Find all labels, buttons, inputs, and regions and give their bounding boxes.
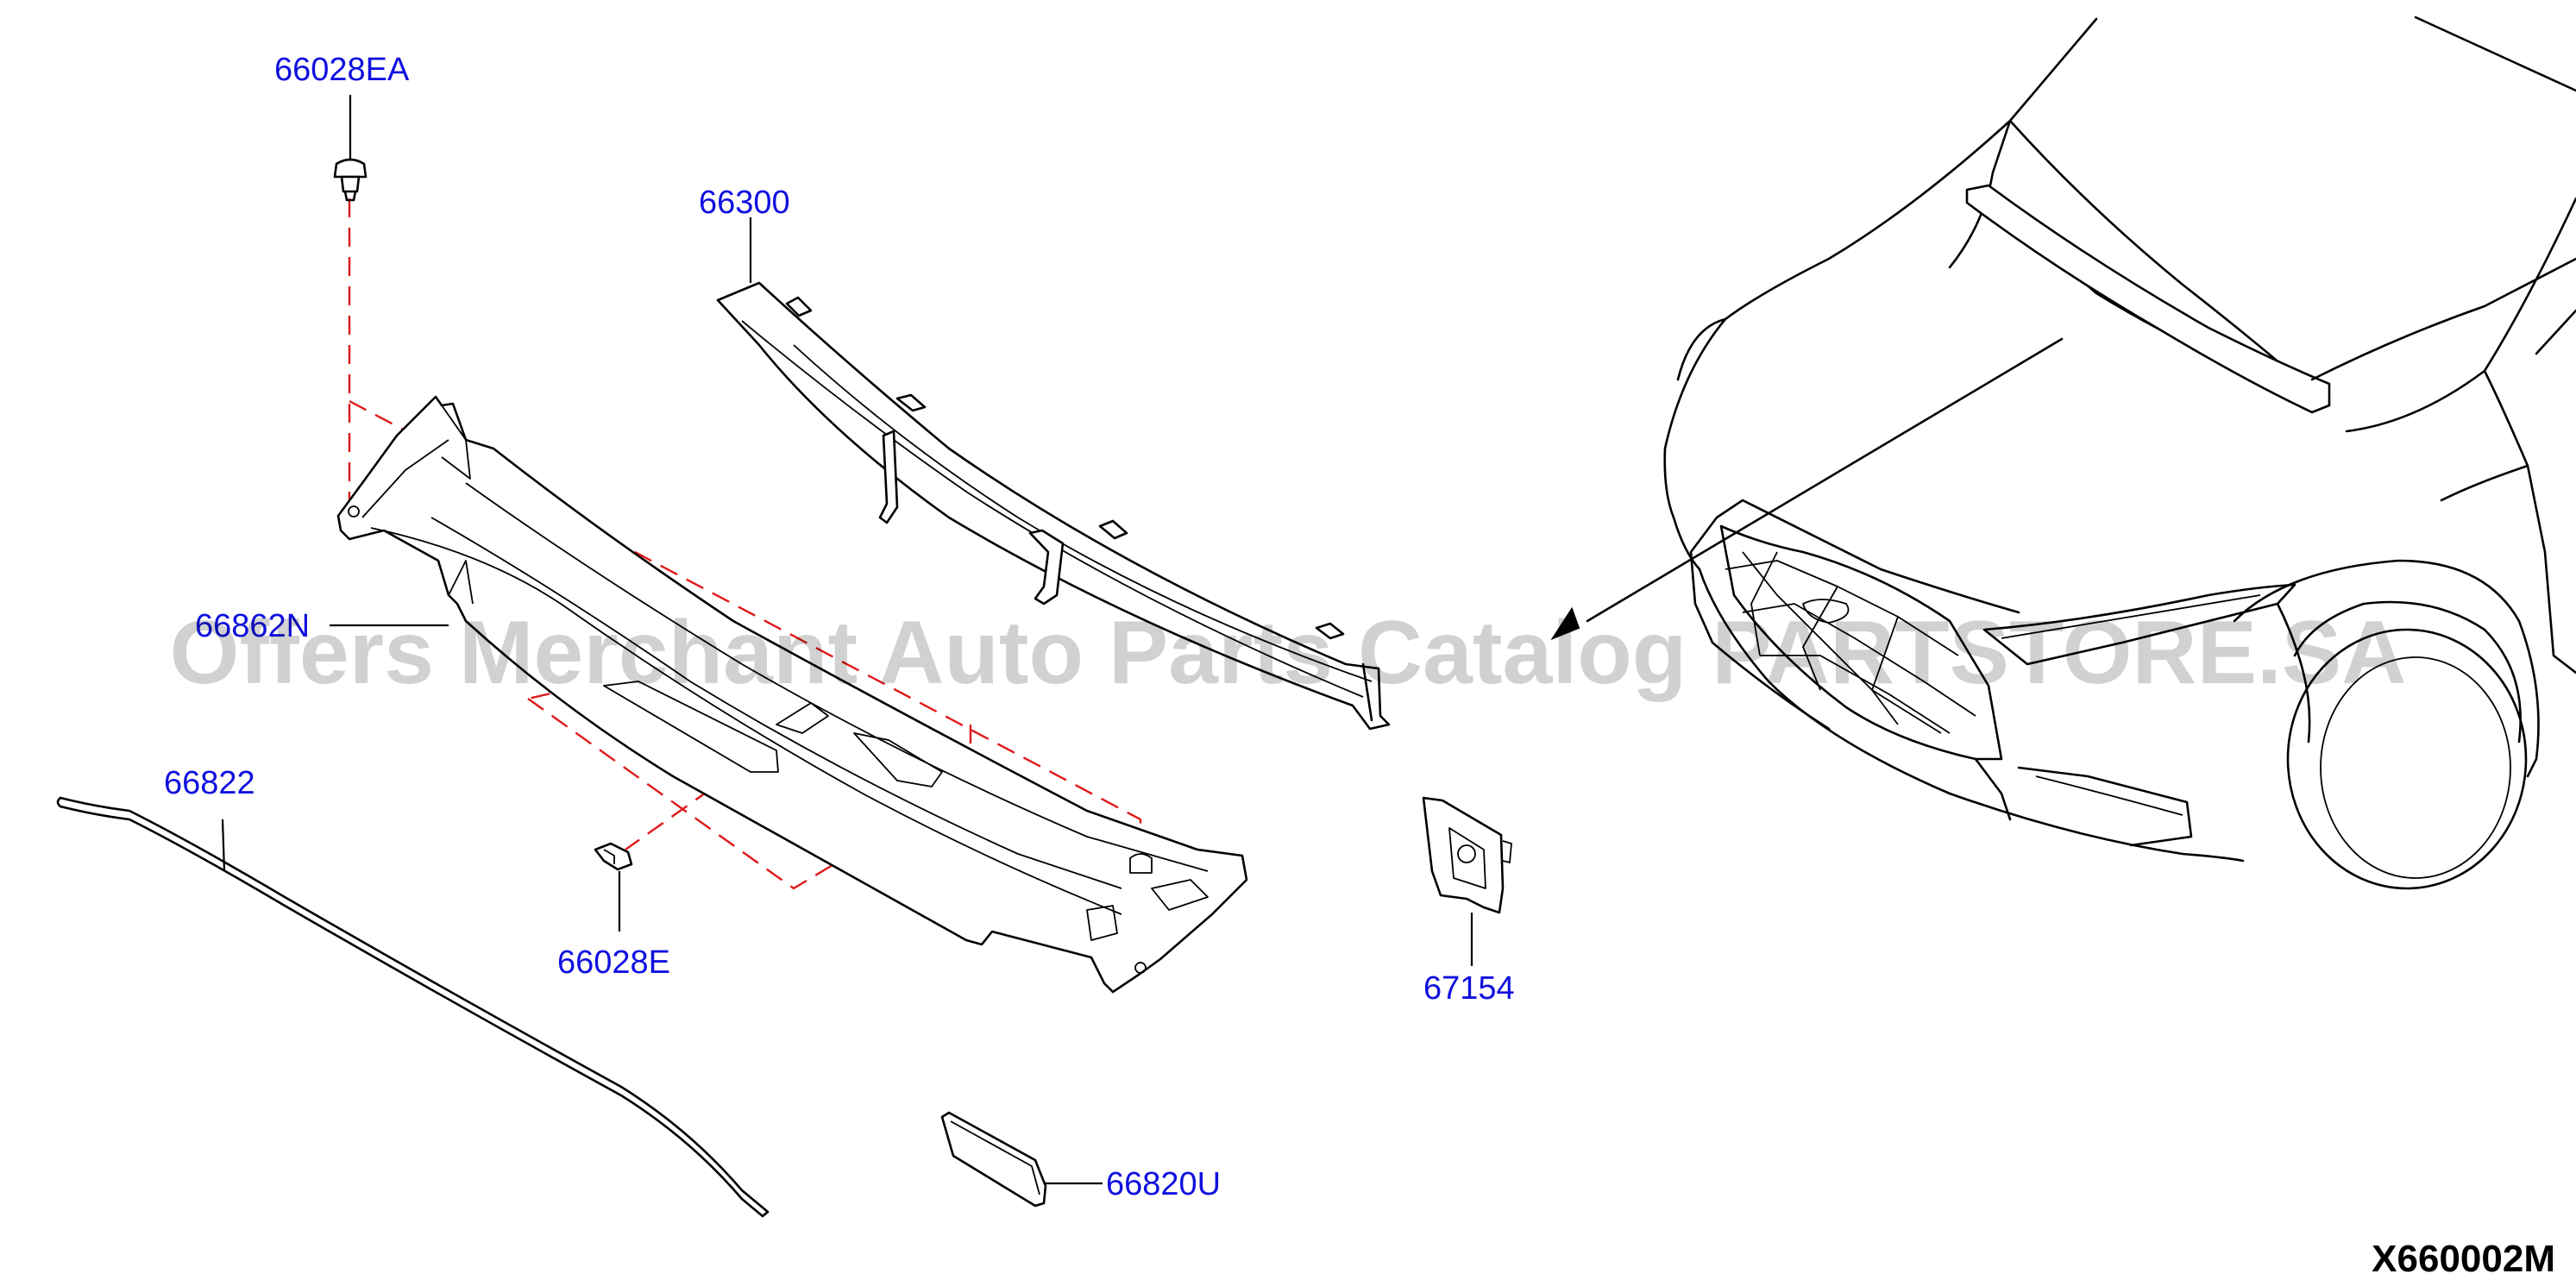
cowl-top-panel-66862n-drawing xyxy=(336,395,1248,994)
watermark-text: Offers Merchant Auto Parts Catalog PARTS… xyxy=(170,603,2407,703)
part-label-66028e[interactable]: 66028E xyxy=(557,944,670,981)
part-label-66300[interactable]: 66300 xyxy=(699,185,790,221)
cowl-top-seal-66300-drawing xyxy=(716,281,1391,731)
leader-lines xyxy=(221,95,1473,1185)
part-label-66822[interactable]: 66822 xyxy=(164,765,255,801)
seal-strip-66822-drawing xyxy=(56,796,770,1218)
clip-66028ea-drawing xyxy=(333,158,368,202)
part-label-67154[interactable]: 67154 xyxy=(1423,970,1515,1007)
part-label-66820u[interactable]: 66820U xyxy=(1106,1166,1221,1202)
part-label-66028ea[interactable]: 66028EA xyxy=(274,52,410,88)
diagram-code: X660002M xyxy=(2372,1238,2555,1280)
seal-66820u-drawing xyxy=(940,1111,1047,1208)
part-label-66862n[interactable]: 66862N xyxy=(195,608,310,644)
vehicle-outline-drawing xyxy=(1663,16,2576,890)
pointer-arrow xyxy=(1550,337,2064,641)
part-labels: 66028EA 66300 66862N 66822 66028E 67154 … xyxy=(164,52,1515,1202)
clip-66028e-drawing xyxy=(594,842,633,871)
bracket-67154-drawing xyxy=(1422,796,1512,914)
